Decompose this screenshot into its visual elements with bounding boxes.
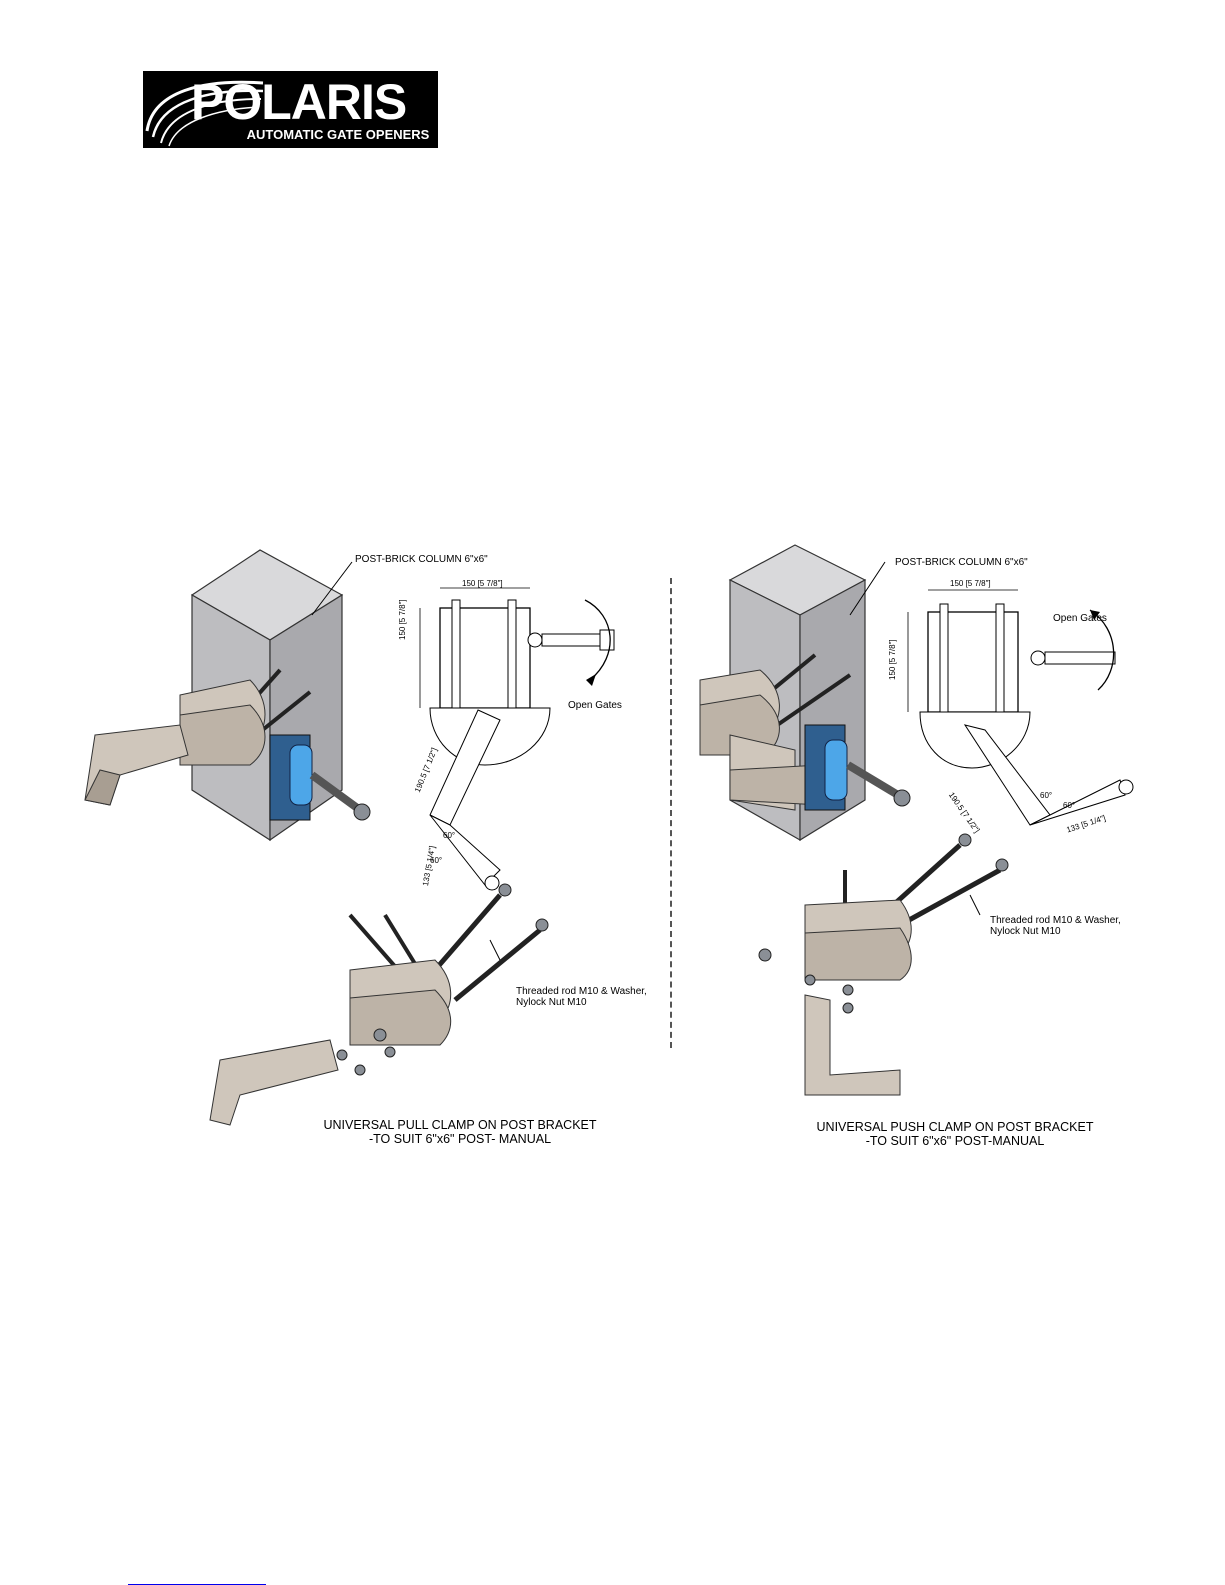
right-rod-label-1: Threaded rod M10 & Washer, bbox=[990, 915, 1121, 926]
pull-caption-line2: -TO SUIT 6"x6" POST- MANUAL bbox=[368, 1132, 552, 1146]
right-dim-height: 150 [5 7/8"] bbox=[888, 639, 897, 680]
top-view-diagram bbox=[907, 589, 1134, 826]
pull-clamp-caption: UNIVERSAL PULL CLAMP ON POST BRACKET -TO… bbox=[290, 1118, 630, 1146]
pull-clamp-drawing bbox=[84, 549, 615, 1126]
left-open-gates: Open Gates bbox=[568, 700, 622, 711]
push-caption-line1: UNIVERSAL PUSH CLAMP ON POST BRACKET bbox=[816, 1120, 1094, 1134]
left-post-label: POST-BRICK COLUMN 6"x6" bbox=[355, 554, 488, 565]
polaris-logo: POLARIS AUTOMATIC GATE OPENERS bbox=[143, 71, 438, 148]
exploded-parts bbox=[758, 833, 1009, 1096]
right-rod-label-2: Nylock Nut M10 bbox=[990, 926, 1061, 937]
figure-divider bbox=[670, 578, 672, 1048]
push-caption-line2: -TO SUIT 6"x6" POST-MANUAL bbox=[865, 1134, 1045, 1148]
left-dim-width: 150 [5 7/8"] bbox=[462, 579, 503, 588]
left-angle1: 60° bbox=[443, 831, 456, 840]
top-view-diagram bbox=[419, 587, 615, 891]
right-angle2: 60° bbox=[1063, 801, 1076, 810]
left-angle2: 60° bbox=[430, 856, 443, 865]
right-angle1: 60° bbox=[1040, 791, 1053, 800]
swoosh-icon bbox=[145, 80, 264, 147]
logo-wordmark: POLARIS bbox=[191, 74, 407, 130]
right-dim-width: 150 [5 7/8"] bbox=[950, 579, 991, 588]
hinge-cylinder bbox=[289, 744, 313, 806]
bracket-assembly bbox=[84, 679, 266, 806]
right-open-gates: Open Gates bbox=[1053, 613, 1107, 624]
left-dim-height: 150 [5 7/8"] bbox=[398, 599, 407, 640]
left-rod-label-1: Threaded rod M10 & Washer, bbox=[516, 986, 647, 997]
left-rod-label-2: Nylock Nut M10 bbox=[516, 997, 587, 1008]
right-post-label: POST-BRICK COLUMN 6"x6" bbox=[895, 557, 1028, 568]
push-clamp-drawing bbox=[699, 544, 1134, 1096]
logo-tagline: AUTOMATIC GATE OPENERS bbox=[246, 127, 430, 142]
pull-caption-line1: UNIVERSAL PULL CLAMP ON POST BRACKET bbox=[323, 1118, 597, 1132]
push-clamp-caption: UNIVERSAL PUSH CLAMP ON POST BRACKET -TO… bbox=[790, 1120, 1120, 1148]
exploded-parts bbox=[209, 883, 549, 1126]
bracket-assembly bbox=[699, 669, 821, 811]
post-leader bbox=[311, 561, 353, 616]
rod-leader bbox=[489, 939, 501, 961]
